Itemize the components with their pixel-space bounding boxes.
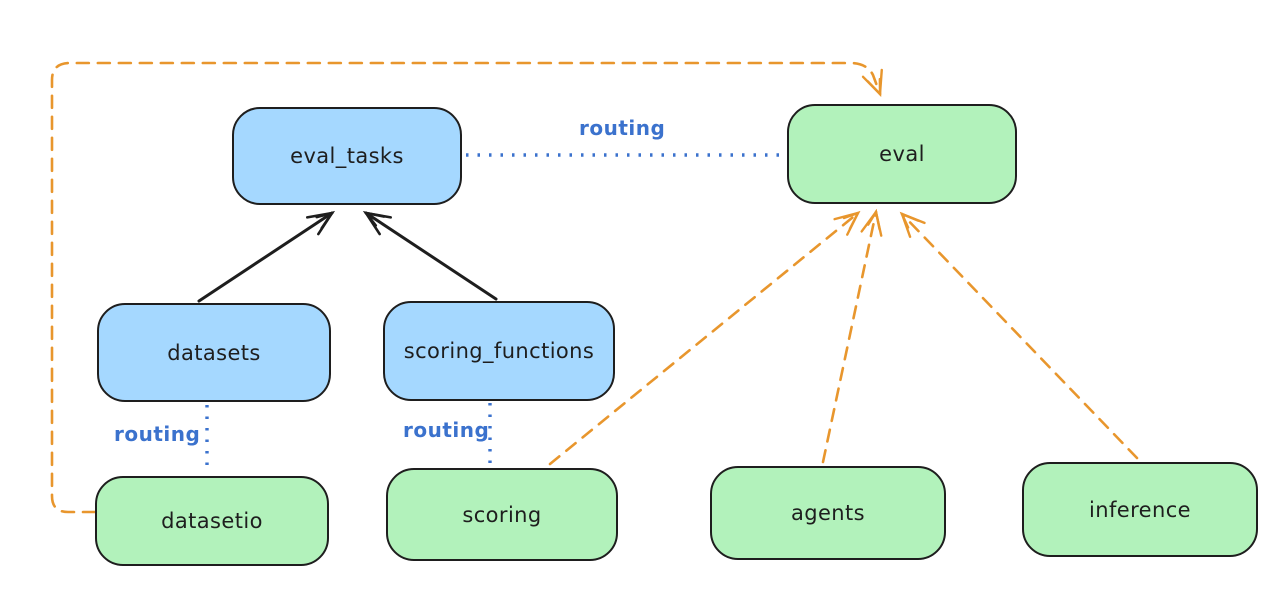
node-scoring-functions: scoring_functions — [383, 301, 615, 401]
node-eval-tasks: eval_tasks — [232, 107, 462, 205]
edge-inference-to-eval — [899, 211, 1139, 460]
node-datasets-label: datasets — [167, 340, 261, 365]
node-inference: inference — [1022, 462, 1258, 557]
edge-scoring-functions-to-eval-tasks — [362, 211, 498, 301]
node-inference-label: inference — [1089, 497, 1191, 522]
node-eval: eval — [787, 104, 1017, 204]
node-scoring-label: scoring — [462, 502, 542, 527]
edge-agents-to-eval — [821, 208, 883, 464]
node-datasetio-label: datasetio — [161, 509, 263, 533]
node-eval-tasks-label: eval_tasks — [290, 144, 404, 168]
edge-datasets-to-eval-tasks — [197, 210, 336, 303]
node-datasetio: datasetio — [95, 476, 329, 566]
node-agents-label: agents — [790, 501, 865, 525]
node-scoring-functions-label: scoring_functions — [403, 339, 595, 363]
node-agents: agents — [710, 466, 946, 560]
node-datasets: datasets — [97, 303, 331, 402]
routing-label-top: routing — [579, 116, 666, 140]
routing-label-left: routing — [114, 422, 201, 446]
node-eval-label: eval — [879, 142, 925, 166]
routing-label-middle: routing — [403, 418, 490, 442]
node-scoring: scoring — [386, 468, 618, 561]
